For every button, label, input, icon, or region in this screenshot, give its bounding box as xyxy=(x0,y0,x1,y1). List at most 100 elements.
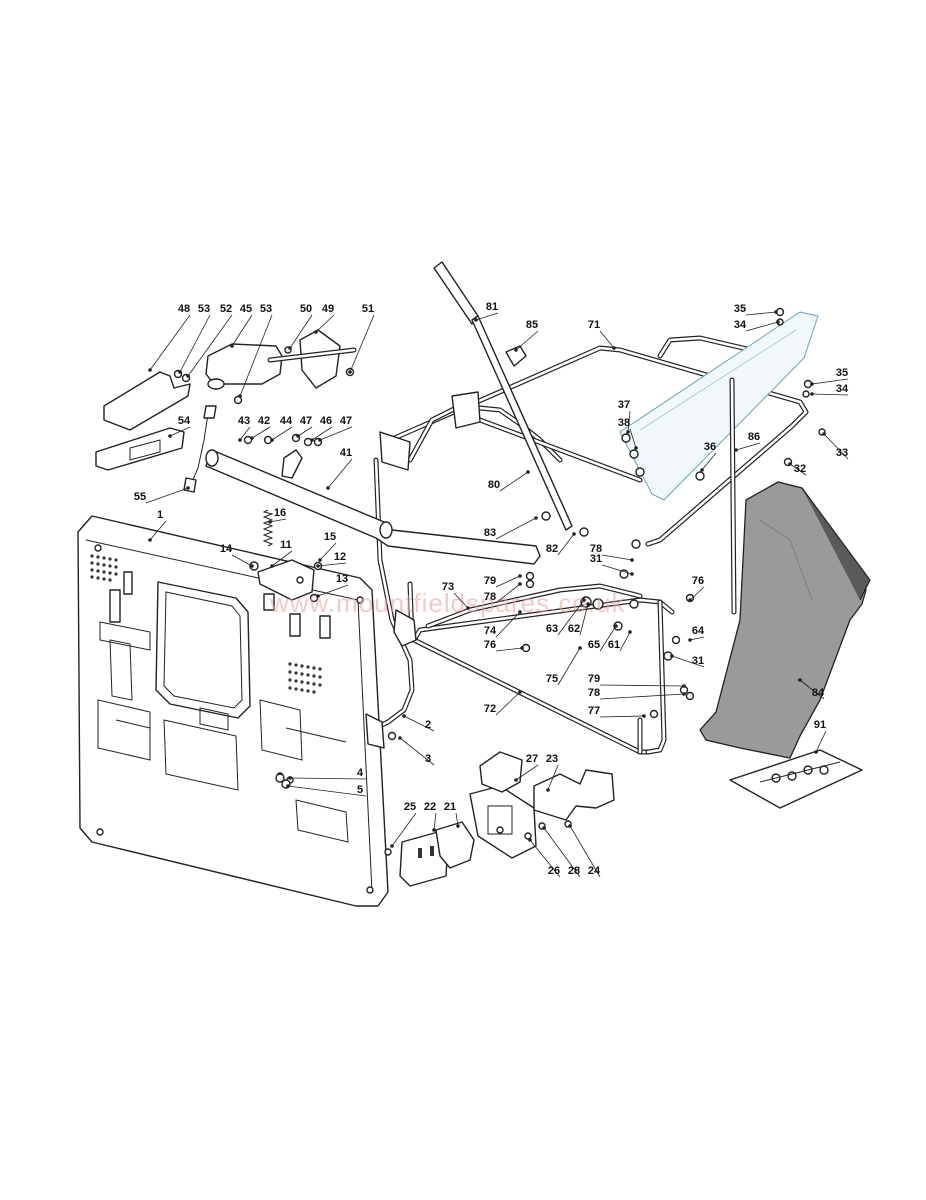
leader-dot-79 xyxy=(682,684,686,688)
callout-31: 31 xyxy=(692,655,704,667)
leader-dot-25 xyxy=(390,844,394,848)
callout-12: 12 xyxy=(334,551,346,563)
leader-dot-78 xyxy=(518,582,522,586)
leader-line-62 xyxy=(579,603,589,636)
callout-46: 46 xyxy=(320,415,332,427)
callout-71: 71 xyxy=(588,319,600,331)
leader-line-47 xyxy=(297,426,313,437)
leader-dot-73 xyxy=(466,606,470,610)
leader-line-25 xyxy=(391,812,417,847)
callout-62: 62 xyxy=(568,623,580,635)
callout-26: 26 xyxy=(548,865,560,877)
leader-dot-4 xyxy=(288,776,292,780)
callout-74: 74 xyxy=(484,625,497,637)
callout-47: 47 xyxy=(300,415,312,427)
side-rail-part-2 xyxy=(365,457,417,749)
callout-65: 65 xyxy=(588,639,600,651)
leader-line-85 xyxy=(515,330,539,351)
leader-dot-34 xyxy=(776,320,780,324)
leader-line-78 xyxy=(495,583,521,604)
callout-35: 35 xyxy=(836,367,848,379)
leader-dot-36 xyxy=(700,468,704,472)
callout-49: 49 xyxy=(322,303,334,315)
callout-43: 43 xyxy=(238,415,250,427)
callout-5: 5 xyxy=(357,784,363,796)
callout-37: 37 xyxy=(618,399,630,411)
leader-dot-1 xyxy=(148,538,152,542)
leader-line-81 xyxy=(475,312,499,321)
callout-41: 41 xyxy=(340,447,352,459)
callout-labels: 1234511121314151621222324252627283131323… xyxy=(134,301,849,877)
leader-line-61 xyxy=(619,631,631,652)
callout-85: 85 xyxy=(526,319,538,331)
front-panel-part-1 xyxy=(77,515,389,907)
callout-27: 27 xyxy=(526,753,538,765)
leader-line-2 xyxy=(403,715,435,732)
leader-dot-53 xyxy=(238,394,242,398)
leader-line-16 xyxy=(269,518,287,523)
callout-52: 52 xyxy=(220,303,232,315)
callout-36: 36 xyxy=(704,441,716,453)
leader-line-15 xyxy=(319,542,337,561)
leader-line-76 xyxy=(495,647,523,652)
flap-transparent xyxy=(619,311,819,501)
callout-21: 21 xyxy=(444,801,456,813)
leader-line-54 xyxy=(169,426,191,437)
leader-dot-26 xyxy=(528,838,532,842)
leader-dot-48 xyxy=(148,368,152,372)
leader-line-50 xyxy=(289,314,313,349)
leader-line-82 xyxy=(557,533,575,556)
leader-dot-85 xyxy=(514,348,518,352)
callout-80: 80 xyxy=(488,479,500,491)
leader-dot-24 xyxy=(568,824,572,828)
callout-23: 23 xyxy=(546,753,558,765)
leader-line-63 xyxy=(557,599,585,636)
leader-line-79 xyxy=(495,575,521,588)
leader-dot-27 xyxy=(514,778,518,782)
vent-holes-left xyxy=(90,554,118,582)
callout-4: 4 xyxy=(357,767,364,779)
leader-dot-65 xyxy=(614,624,618,628)
leader-line-86 xyxy=(735,442,761,451)
leader-dot-84 xyxy=(798,678,802,682)
leader-dot-33 xyxy=(822,432,826,436)
callout-77: 77 xyxy=(588,705,600,717)
leader-dot-42 xyxy=(250,436,254,440)
vent-holes-right xyxy=(288,662,322,694)
callout-91: 91 xyxy=(814,719,826,731)
leader-line-75 xyxy=(557,647,581,686)
callout-86: 86 xyxy=(748,431,760,443)
leader-dot-47 xyxy=(318,438,322,442)
leader-dot-86 xyxy=(734,448,738,452)
leader-line-79 xyxy=(599,684,685,687)
callout-31: 31 xyxy=(590,553,602,565)
grass-guide-part-73 xyxy=(425,583,643,629)
leader-dot-37 xyxy=(626,430,630,434)
callout-79: 79 xyxy=(484,575,496,587)
leader-line-73 xyxy=(453,592,469,609)
callout-16: 16 xyxy=(274,507,286,519)
callout-34: 34 xyxy=(836,383,849,395)
latch-part-23 xyxy=(533,769,615,821)
leader-dot-63 xyxy=(582,598,586,602)
leader-line-55 xyxy=(145,487,189,504)
leader-line-51 xyxy=(349,314,375,373)
callout-64: 64 xyxy=(692,625,705,637)
leader-line-38 xyxy=(629,428,637,449)
leader-line-1 xyxy=(149,520,167,541)
leader-line-12 xyxy=(317,562,347,567)
leader-dot-41 xyxy=(326,486,330,490)
bracket-part-27 xyxy=(479,751,523,793)
callout-14: 14 xyxy=(220,543,233,555)
leader-dot-28 xyxy=(542,826,546,830)
leader-dot-35 xyxy=(810,382,814,386)
callout-53: 53 xyxy=(260,303,272,315)
mount-bracket-part-48 xyxy=(103,371,191,431)
leader-dot-13 xyxy=(316,594,320,598)
callout-81: 81 xyxy=(486,301,498,313)
leader-dot-77 xyxy=(642,714,646,718)
callout-35: 35 xyxy=(734,303,746,315)
callout-76: 76 xyxy=(484,639,496,651)
leader-line-84 xyxy=(799,679,825,700)
